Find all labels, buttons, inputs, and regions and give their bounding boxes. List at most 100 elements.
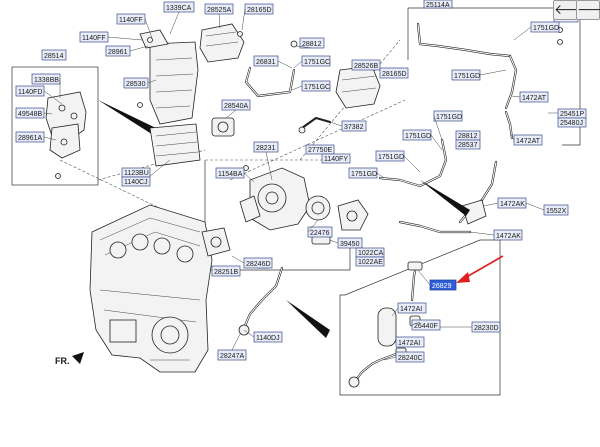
callout-1472AI-b[interactable]: 1472AI	[395, 336, 425, 348]
arrow-right-icon: 🡒	[577, 2, 600, 18]
callout-27750E[interactable]: 27750E	[305, 144, 335, 155]
callout-1472AK-a[interactable]: 1472AK	[497, 197, 527, 209]
svg-text:28961A: 28961A	[18, 135, 42, 142]
callout-26440F[interactable]: 26440F	[411, 319, 441, 331]
callout-26831[interactable]: 26831	[253, 55, 279, 67]
callout-1751GD-c[interactable]: 1751GD	[433, 110, 463, 122]
leader-lines	[43, 8, 558, 361]
callout-28530[interactable]: 28530	[123, 77, 149, 89]
svg-text:28231: 28231	[256, 145, 276, 152]
svg-text:28525A: 28525A	[207, 7, 231, 14]
wedge-3	[420, 180, 470, 216]
callout-1140DJ[interactable]: 1140DJ	[253, 331, 283, 343]
callout-1751GD-b[interactable]: 1751GD	[451, 69, 481, 81]
callout-1751GD-d[interactable]: 1751GD	[402, 129, 432, 141]
dash-leader-2	[59, 159, 206, 231]
callout-1751GC-b[interactable]: 1751GC	[301, 80, 331, 92]
callout-22476[interactable]: 22476	[307, 226, 333, 238]
callout-1751GD-e[interactable]: 1751GD	[375, 150, 405, 162]
svg-text:1751GC: 1751GC	[304, 59, 330, 66]
callout-1552X[interactable]: 1552X	[543, 204, 569, 216]
svg-text:28526B: 28526B	[354, 63, 378, 70]
callout-1338BB[interactable]: 1338BB	[31, 73, 61, 85]
callout-28165D-b[interactable]: 28165D	[379, 67, 409, 79]
svg-text:1140CJ: 1140CJ	[124, 179, 148, 186]
callout-28230D[interactable]: 28230D	[471, 321, 501, 333]
callout-1154BA[interactable]: 1154BA	[215, 167, 245, 179]
callout-26829-highlighted[interactable]: 26829	[429, 279, 457, 291]
callout-1472AT-a[interactable]: 1472AT	[519, 91, 549, 103]
callout-1339CA[interactable]: 1339CA	[163, 1, 195, 13]
callout-28812-c[interactable]: 28812	[455, 130, 481, 141]
callout-28246D[interactable]: 28246D	[243, 257, 273, 269]
front-indicator: FR.	[55, 352, 84, 366]
callout-28165D-a[interactable]: 28165D	[244, 3, 274, 15]
callout-1123BU[interactable]: 1123BU	[121, 167, 151, 178]
svg-text:1472AI: 1472AI	[400, 306, 422, 313]
front-label: FR.	[55, 356, 70, 366]
next-button[interactable]: 🡒	[576, 0, 600, 20]
svg-text:1472AI: 1472AI	[398, 340, 420, 347]
callout-49548B[interactable]: 49548B	[15, 107, 45, 119]
svg-text:1022CA: 1022CA	[358, 250, 384, 257]
callout-28540A[interactable]: 28540A	[221, 99, 251, 111]
callout-28961A[interactable]: 28961A	[15, 131, 45, 143]
callout-1140FF-a[interactable]: 1140FF	[116, 13, 146, 25]
svg-text:1140FF: 1140FF	[82, 35, 106, 42]
svg-text:28247A: 28247A	[220, 353, 244, 360]
svg-text:1140DJ: 1140DJ	[256, 335, 280, 342]
prev-button[interactable]: 🡐	[553, 0, 592, 20]
svg-text:28251B: 28251B	[214, 269, 238, 276]
callout-1472AT-b[interactable]: 1472AT	[513, 134, 543, 146]
dash-leader-4	[299, 39, 401, 161]
callout-28514[interactable]: 28514	[41, 49, 67, 61]
callout-28525A[interactable]: 28525A	[204, 3, 234, 15]
svg-text:1472AK: 1472AK	[500, 201, 525, 208]
svg-text:1472AT: 1472AT	[516, 138, 541, 145]
svg-text:1751GD: 1751GD	[405, 133, 431, 140]
callout-28526B[interactable]: 28526B	[351, 59, 381, 71]
svg-text:1140FD: 1140FD	[18, 89, 42, 96]
svg-text:1751GD: 1751GD	[454, 73, 480, 80]
callout-1140FF-b[interactable]: 1140FF	[79, 31, 109, 43]
svg-text:28240C: 28240C	[398, 355, 423, 362]
callout-1022AE[interactable]: 1022AE	[355, 256, 385, 267]
callout-28251B[interactable]: 28251B	[211, 265, 241, 277]
svg-text:1154BA: 1154BA	[218, 171, 243, 178]
frame-left-heatshield	[11, 66, 99, 186]
callout-1022CA[interactable]: 1022CA	[355, 247, 385, 258]
svg-text:26831: 26831	[256, 59, 276, 66]
callout-1751GD-a[interactable]: 1751GD	[530, 21, 560, 33]
svg-text:1751GD: 1751GD	[533, 25, 559, 32]
svg-text:28961: 28961	[108, 49, 128, 56]
oil-feed-pipe-assembly	[348, 261, 423, 388]
svg-text:28537: 28537	[458, 142, 478, 149]
callout-1140FD[interactable]: 1140FD	[15, 85, 45, 97]
turbocharger	[201, 165, 369, 257]
callout-25480J[interactable]: 25480J	[557, 117, 587, 128]
callout-28961[interactable]: 28961	[105, 45, 131, 57]
gasket-28540A	[211, 117, 235, 137]
svg-text:27750E: 27750E	[308, 147, 332, 154]
callout-25114A[interactable]: 25114A	[423, 0, 453, 9]
callout-1751GC-a[interactable]: 1751GC	[301, 55, 331, 67]
callout-28812-a[interactable]: 28812	[299, 37, 325, 49]
callout-28231[interactable]: 28231	[253, 141, 279, 153]
callout-1140FY[interactable]: 1140FY	[321, 153, 351, 164]
callout-1751GD-f[interactable]: 1751GD	[348, 167, 378, 179]
callout-25451P[interactable]: 25451P	[557, 108, 587, 119]
callout-28247A[interactable]: 28247A	[217, 349, 247, 361]
callout-1140CJ[interactable]: 1140CJ	[121, 176, 151, 187]
sensor-37382	[298, 116, 332, 134]
o2-sensor-wire	[244, 40, 298, 98]
svg-text:49548B: 49548B	[18, 111, 42, 118]
callout-28240C[interactable]: 28240C	[395, 351, 425, 363]
callout-1472AI-a[interactable]: 1472AI	[397, 302, 427, 314]
svg-text:1140FY: 1140FY	[324, 156, 348, 163]
callout-28537[interactable]: 28537	[455, 139, 481, 150]
dash-leader-3	[229, 99, 406, 181]
callout-37382[interactable]: 37382	[341, 120, 367, 132]
callout-1472AK-b[interactable]: 1472AK	[493, 229, 523, 241]
callout-39450[interactable]: 39450	[337, 237, 363, 249]
